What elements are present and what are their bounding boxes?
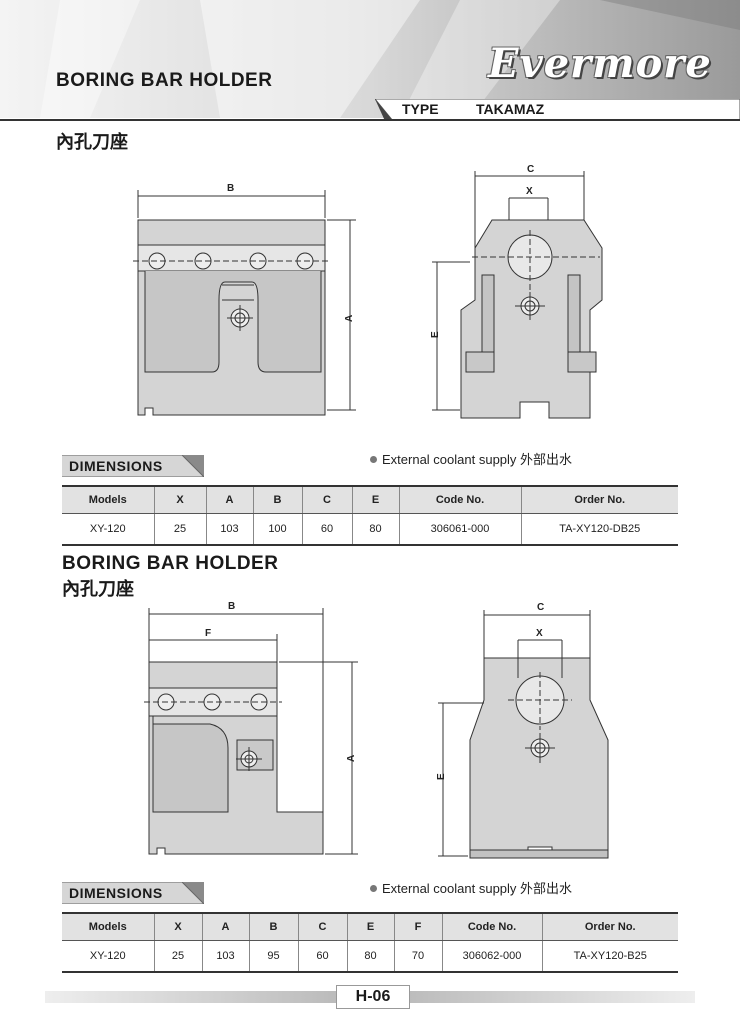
table-header: Code No. <box>441 912 542 941</box>
table-cell: 80 <box>351 513 399 546</box>
table-cell: 25 <box>153 940 202 973</box>
table-header: A <box>205 485 253 514</box>
table-cell: TA-XY120-B25 <box>541 940 678 973</box>
dim-label-F-2: F <box>205 628 211 639</box>
bullet-icon <box>370 456 377 463</box>
dimensions-tag-bg-1 <box>62 455 204 477</box>
table-header: Order No. <box>520 485 678 514</box>
coolant-note-2: External coolant supply 外部出水 <box>370 878 572 897</box>
dimensions-tag-bg-2 <box>62 882 204 904</box>
table-cell: XY-120 <box>62 940 154 973</box>
table-header: C <box>301 485 352 514</box>
table-header: B <box>248 912 298 941</box>
page-title: BORING BAR HOLDER <box>56 70 273 91</box>
dim-label-A-2: A <box>346 755 357 762</box>
table-cell: 306062-000 <box>441 940 542 973</box>
dim-label-E-2: E <box>436 773 447 780</box>
type-label: TYPE <box>402 101 439 117</box>
table-row: XY-120 25 103 95 60 80 70 306062-000 TA-… <box>62 940 678 973</box>
dim-label-E-1: E <box>430 331 441 338</box>
bullet-icon <box>370 885 377 892</box>
dimensions-label-1: DIMENSIONS <box>69 458 163 474</box>
table-cell: 60 <box>297 940 347 973</box>
table-cell: 306061-000 <box>398 513 521 546</box>
header-divider <box>0 119 740 121</box>
dim-label-X-2: X <box>536 628 543 639</box>
dimensions-tag-1: DIMENSIONS <box>62 455 204 477</box>
header-background <box>0 0 740 118</box>
table-cell: 70 <box>393 940 442 973</box>
table-header: Models <box>62 912 154 941</box>
table-cell: 100 <box>252 513 302 546</box>
table-header: C <box>297 912 347 941</box>
table-header: X <box>153 485 206 514</box>
section2-title: BORING BAR HOLDER <box>62 553 279 574</box>
section1-cn-title: 內孔刀座 <box>56 132 128 152</box>
dim-label-C-1: C <box>527 164 534 175</box>
dimensions-tag-2: DIMENSIONS <box>62 882 204 904</box>
table-header: E <box>351 485 399 514</box>
table-cell: 103 <box>205 513 253 546</box>
table-header: Models <box>62 485 154 514</box>
table-cell: 103 <box>201 940 249 973</box>
table-cell: 60 <box>301 513 352 546</box>
table-row: XY-120 25 103 100 60 80 306061-000 TA-XY… <box>62 513 678 546</box>
dimensions-table-1: Models X A B C E Code No. Order No. XY-1… <box>62 485 678 546</box>
type-value: TAKAMAZ <box>476 101 545 117</box>
dim-label-B-2: B <box>228 601 235 612</box>
coolant-note-1: External coolant supply 外部出水 <box>370 449 572 468</box>
table-header: A <box>201 912 249 941</box>
table-header: B <box>252 485 302 514</box>
dim-label-C-2: C <box>537 602 544 613</box>
table-header: Order No. <box>541 912 678 941</box>
coolant-note-text-1: External coolant supply 外部出水 <box>382 452 573 467</box>
table-cell: 95 <box>248 940 298 973</box>
table-header-row: Models X A B C E Code No. Order No. <box>62 485 678 514</box>
table-header: Code No. <box>398 485 521 514</box>
dim-label-X-1: X <box>526 186 533 197</box>
brand-logo: Evermore <box>488 40 712 87</box>
type-bar <box>375 99 740 121</box>
table-header-row: Models X A B C E F Code No. Order No. <box>62 912 678 941</box>
dimensions-table-2: Models X A B C E F Code No. Order No. XY… <box>62 912 678 973</box>
table-cell: TA-XY120-DB25 <box>520 513 678 546</box>
table-header: F <box>393 912 442 941</box>
table-cell: 25 <box>153 513 206 546</box>
table-cell: XY-120 <box>62 513 154 546</box>
page-number: H-06 <box>336 985 410 1009</box>
table-header: E <box>346 912 394 941</box>
coolant-note-text-2: External coolant supply 外部出水 <box>382 881 573 896</box>
dim-label-B-1: B <box>227 183 234 194</box>
table-header: X <box>153 912 202 941</box>
table-cell: 80 <box>346 940 394 973</box>
section2-cn-title: 內孔刀座 <box>62 579 134 599</box>
dimensions-label-2: DIMENSIONS <box>69 885 163 901</box>
dim-label-A-1: A <box>344 315 355 322</box>
